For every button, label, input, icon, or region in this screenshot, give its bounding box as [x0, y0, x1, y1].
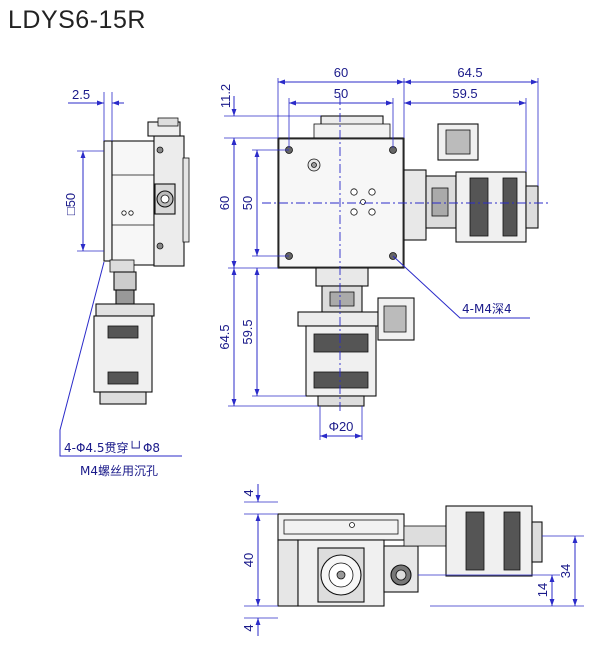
dim-motor-down-inner: 59.5 — [240, 319, 255, 344]
dim-thickness: 2.5 — [72, 87, 90, 102]
dim-motor-inner: 59.5 — [452, 86, 477, 101]
drawing-title: LDYS6-15R — [8, 6, 146, 34]
dim-motor-outer: 64.5 — [457, 65, 482, 80]
side-view — [59, 92, 190, 457]
note-through-holes: 4-Φ4.5贯穿└┘Φ8 — [64, 440, 160, 455]
dim-top-offset: 11.2 — [218, 84, 233, 108]
dim-right-inner: 14 — [535, 583, 550, 597]
dim-bottom-lower: 4 — [241, 624, 256, 631]
dim-diameter: Φ20 — [329, 419, 354, 434]
dim-motor-down-outer: 64.5 — [217, 324, 232, 349]
dim-width-outer: 60 — [334, 65, 348, 80]
bottom-view — [244, 484, 584, 636]
dim-square: □50 — [63, 193, 78, 215]
dim-bottom-height: 40 — [241, 553, 256, 567]
dim-height-inner: 50 — [240, 196, 255, 210]
note-tapped-holes: 4-M4深4 — [462, 302, 512, 316]
dim-right-outer: 34 — [558, 564, 573, 578]
dim-bottom-top: 4 — [241, 489, 256, 496]
note-counterbore: M4螺丝用沉孔 — [80, 464, 158, 478]
front-view — [224, 78, 548, 440]
dim-height-outer: 60 — [217, 196, 232, 210]
dim-width-inner: 50 — [334, 86, 348, 101]
